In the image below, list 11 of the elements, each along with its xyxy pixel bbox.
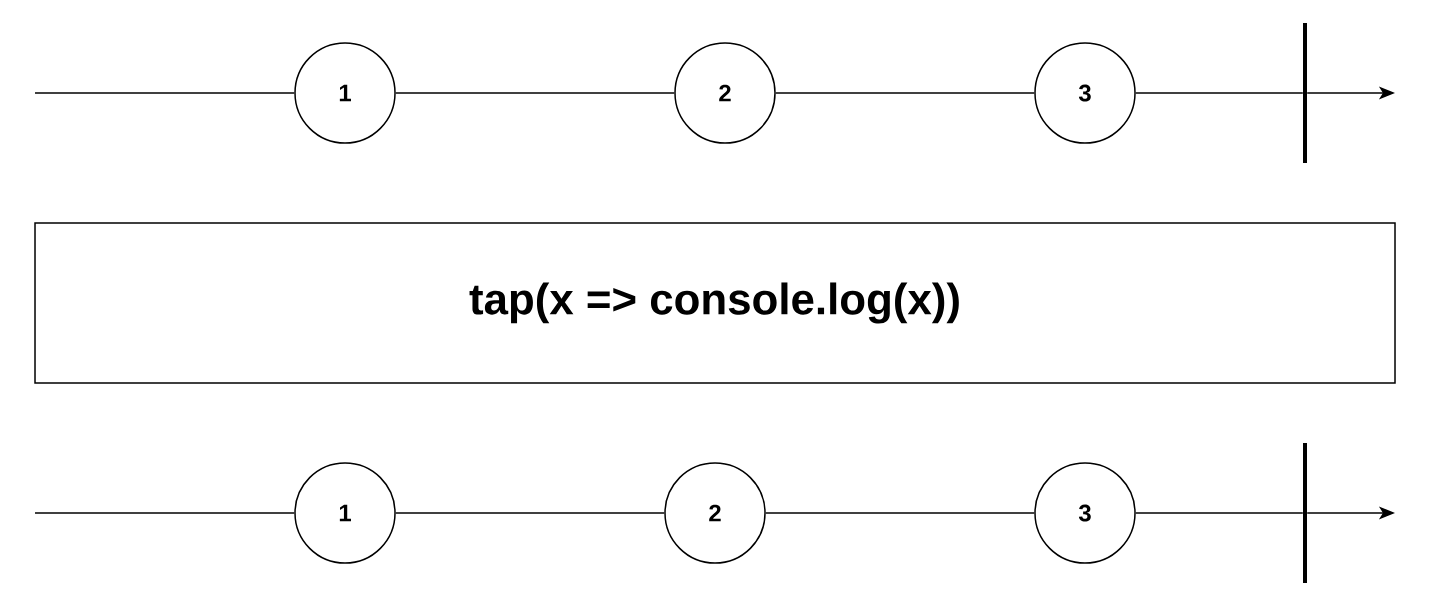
timeline — [765, 512, 1035, 514]
timeline — [1135, 512, 1304, 514]
operator-box: tap(x => console.log(x)) — [34, 222, 1396, 384]
completion-bar — [1303, 443, 1307, 583]
completion-bar — [1303, 23, 1307, 163]
timeline — [395, 512, 665, 514]
timeline — [395, 92, 675, 94]
timeline — [34, 92, 295, 94]
timeline — [1135, 92, 1304, 94]
timeline — [34, 512, 295, 514]
timeline — [775, 92, 1035, 94]
